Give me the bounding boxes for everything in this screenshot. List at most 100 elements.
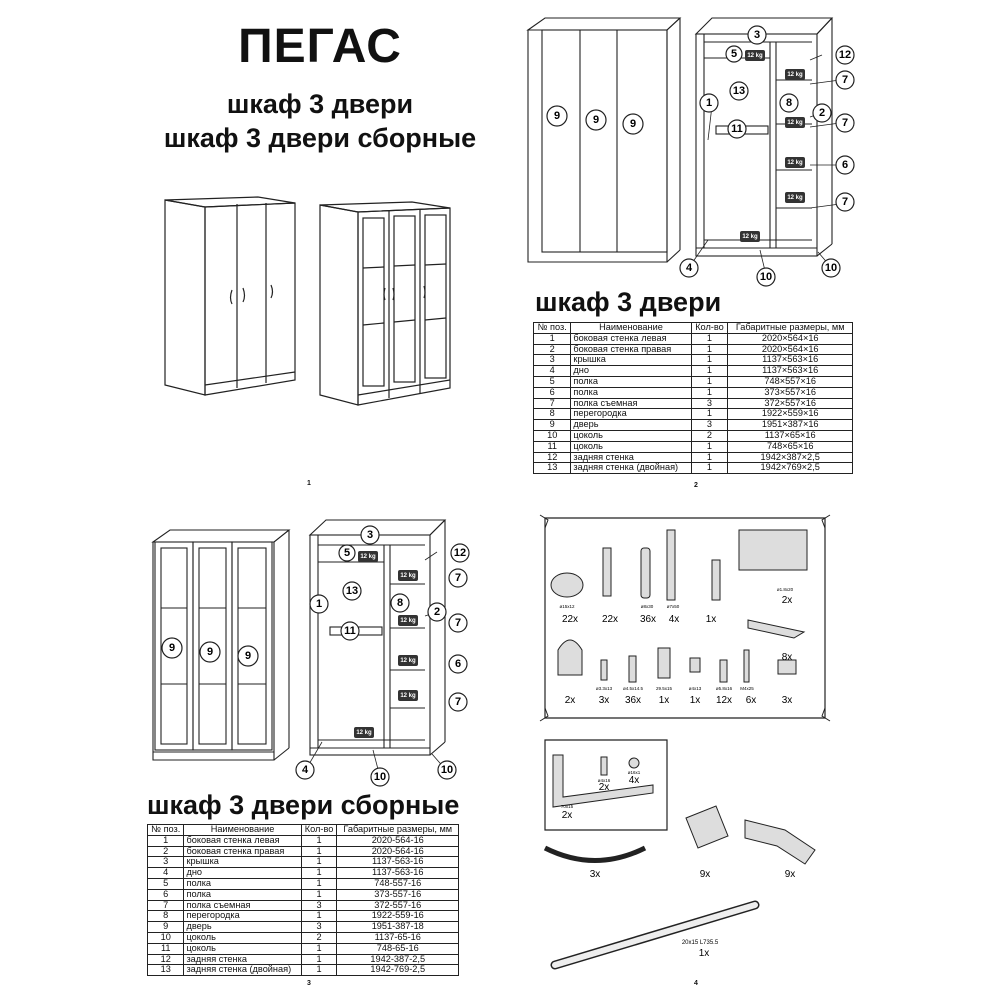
svg-text:10: 10 bbox=[760, 271, 772, 283]
weight-tag: 12 kg bbox=[787, 195, 803, 201]
svg-text:20x15 L735.5: 20x15 L735.5 bbox=[682, 940, 719, 946]
page-number-3: 3 bbox=[307, 980, 311, 987]
svg-text:29.5x15: 29.5x15 bbox=[656, 686, 673, 691]
subtitle-3-doors: шкаф 3 двери bbox=[226, 89, 414, 119]
confirmat-screw-icon bbox=[666, 529, 676, 601]
svg-text:70x15: 70x15 bbox=[561, 804, 574, 809]
svg-text:22x: 22x bbox=[562, 614, 578, 625]
weight-tag: 12 kg bbox=[400, 693, 416, 699]
cam-bolt-icon bbox=[602, 547, 612, 597]
svg-text:6: 6 bbox=[455, 658, 461, 670]
svg-text:2x: 2x bbox=[562, 810, 573, 821]
angle-bracket-icon bbox=[552, 754, 654, 808]
svg-text:12: 12 bbox=[454, 547, 466, 559]
svg-text:1x: 1x bbox=[706, 614, 717, 625]
door-label: 9 bbox=[207, 646, 213, 658]
svg-text:10: 10 bbox=[374, 771, 386, 783]
arc-handle-icon bbox=[543, 845, 647, 863]
svg-text:ø15x12: ø15x12 bbox=[559, 604, 575, 609]
subtitle-3-doors-assembled: шкаф 3 двери сборные bbox=[163, 123, 477, 153]
weight-tag: 12 kg bbox=[742, 234, 758, 240]
svg-text:36x: 36x bbox=[625, 695, 641, 706]
svg-text:10: 10 bbox=[441, 764, 453, 776]
svg-text:7: 7 bbox=[842, 196, 848, 208]
svg-text:ø4x13: ø4x13 bbox=[689, 686, 702, 691]
svg-text:13: 13 bbox=[733, 85, 745, 97]
svg-text:ø7x50: ø7x50 bbox=[667, 604, 680, 609]
page-number-1: 1 bbox=[307, 480, 311, 487]
svg-text:12: 12 bbox=[839, 49, 851, 61]
svg-text:ø3.3x13: ø3.3x13 bbox=[596, 686, 613, 691]
shelf-support-icon bbox=[557, 639, 583, 676]
svg-text:2x: 2x bbox=[782, 595, 793, 606]
weight-tag: 12 kg bbox=[356, 730, 372, 736]
dowel-icon bbox=[640, 547, 651, 599]
svg-text:11: 11 bbox=[344, 625, 356, 637]
table-cell: 1942×769×2,5 bbox=[727, 462, 853, 475]
table-cell: 1 bbox=[300, 964, 338, 977]
svg-text:36x: 36x bbox=[640, 614, 656, 625]
section-heading-3-doors: шкаф 3 двери bbox=[535, 287, 722, 317]
svg-text:2: 2 bbox=[434, 606, 440, 618]
table-cell: задняя стенка (двойная) bbox=[570, 462, 692, 475]
screw-icon bbox=[600, 756, 608, 776]
svg-text:7: 7 bbox=[455, 696, 461, 708]
svg-text:12x: 12x bbox=[716, 695, 732, 706]
svg-text:3: 3 bbox=[754, 29, 760, 41]
svg-text:4x: 4x bbox=[629, 775, 640, 786]
svg-text:M4x25: M4x25 bbox=[740, 686, 754, 691]
svg-text:ø5.8x16: ø5.8x16 bbox=[716, 686, 733, 691]
svg-text:4x: 4x bbox=[669, 614, 680, 625]
connector-icon bbox=[657, 647, 671, 679]
svg-text:3x: 3x bbox=[599, 695, 610, 706]
weight-tag: 12 kg bbox=[400, 658, 416, 664]
pin-icon bbox=[689, 657, 701, 673]
table-cell: 1942-769-2,5 bbox=[336, 964, 459, 977]
svg-text:8x: 8x bbox=[782, 652, 793, 663]
svg-text:6x: 6x bbox=[746, 695, 757, 706]
svg-text:2: 2 bbox=[819, 107, 825, 119]
svg-text:3x: 3x bbox=[782, 695, 793, 706]
svg-text:1x: 1x bbox=[659, 695, 670, 706]
svg-text:4: 4 bbox=[686, 262, 693, 274]
screw-icon bbox=[600, 659, 608, 681]
weight-tag: 12 kg bbox=[400, 573, 416, 579]
svg-text:7: 7 bbox=[455, 572, 461, 584]
svg-text:8: 8 bbox=[397, 597, 403, 609]
svg-text:ø16x1: ø16x1 bbox=[628, 770, 641, 775]
svg-text:3x: 3x bbox=[590, 869, 601, 880]
door-label: 9 bbox=[593, 114, 599, 126]
svg-text:9x: 9x bbox=[700, 869, 711, 880]
svg-text:11: 11 bbox=[731, 123, 743, 135]
part-circle-9 bbox=[546, 105, 568, 127]
door-label: 9 bbox=[245, 650, 251, 662]
door-label: 9 bbox=[630, 118, 636, 130]
svg-text:3: 3 bbox=[367, 529, 373, 541]
screw-icon bbox=[628, 655, 637, 683]
svg-text:ø8x30: ø8x30 bbox=[641, 604, 654, 609]
table-cell: 13 bbox=[146, 964, 185, 977]
door-label: 9 bbox=[169, 642, 175, 654]
section-heading-3-doors-assembled: шкаф 3 двери сборные bbox=[147, 790, 460, 820]
svg-text:5: 5 bbox=[344, 547, 350, 559]
svg-text:13: 13 bbox=[346, 585, 358, 597]
cap-icon bbox=[777, 659, 797, 675]
svg-text:2x: 2x bbox=[565, 695, 576, 706]
nails-bag-icon bbox=[738, 529, 808, 571]
svg-text:7: 7 bbox=[842, 117, 848, 129]
pin-icon bbox=[719, 659, 728, 683]
svg-text:ø4x16: ø4x16 bbox=[598, 778, 611, 783]
svg-text:9x: 9x bbox=[785, 869, 796, 880]
svg-text:ø1.8x20: ø1.8x20 bbox=[777, 587, 794, 592]
